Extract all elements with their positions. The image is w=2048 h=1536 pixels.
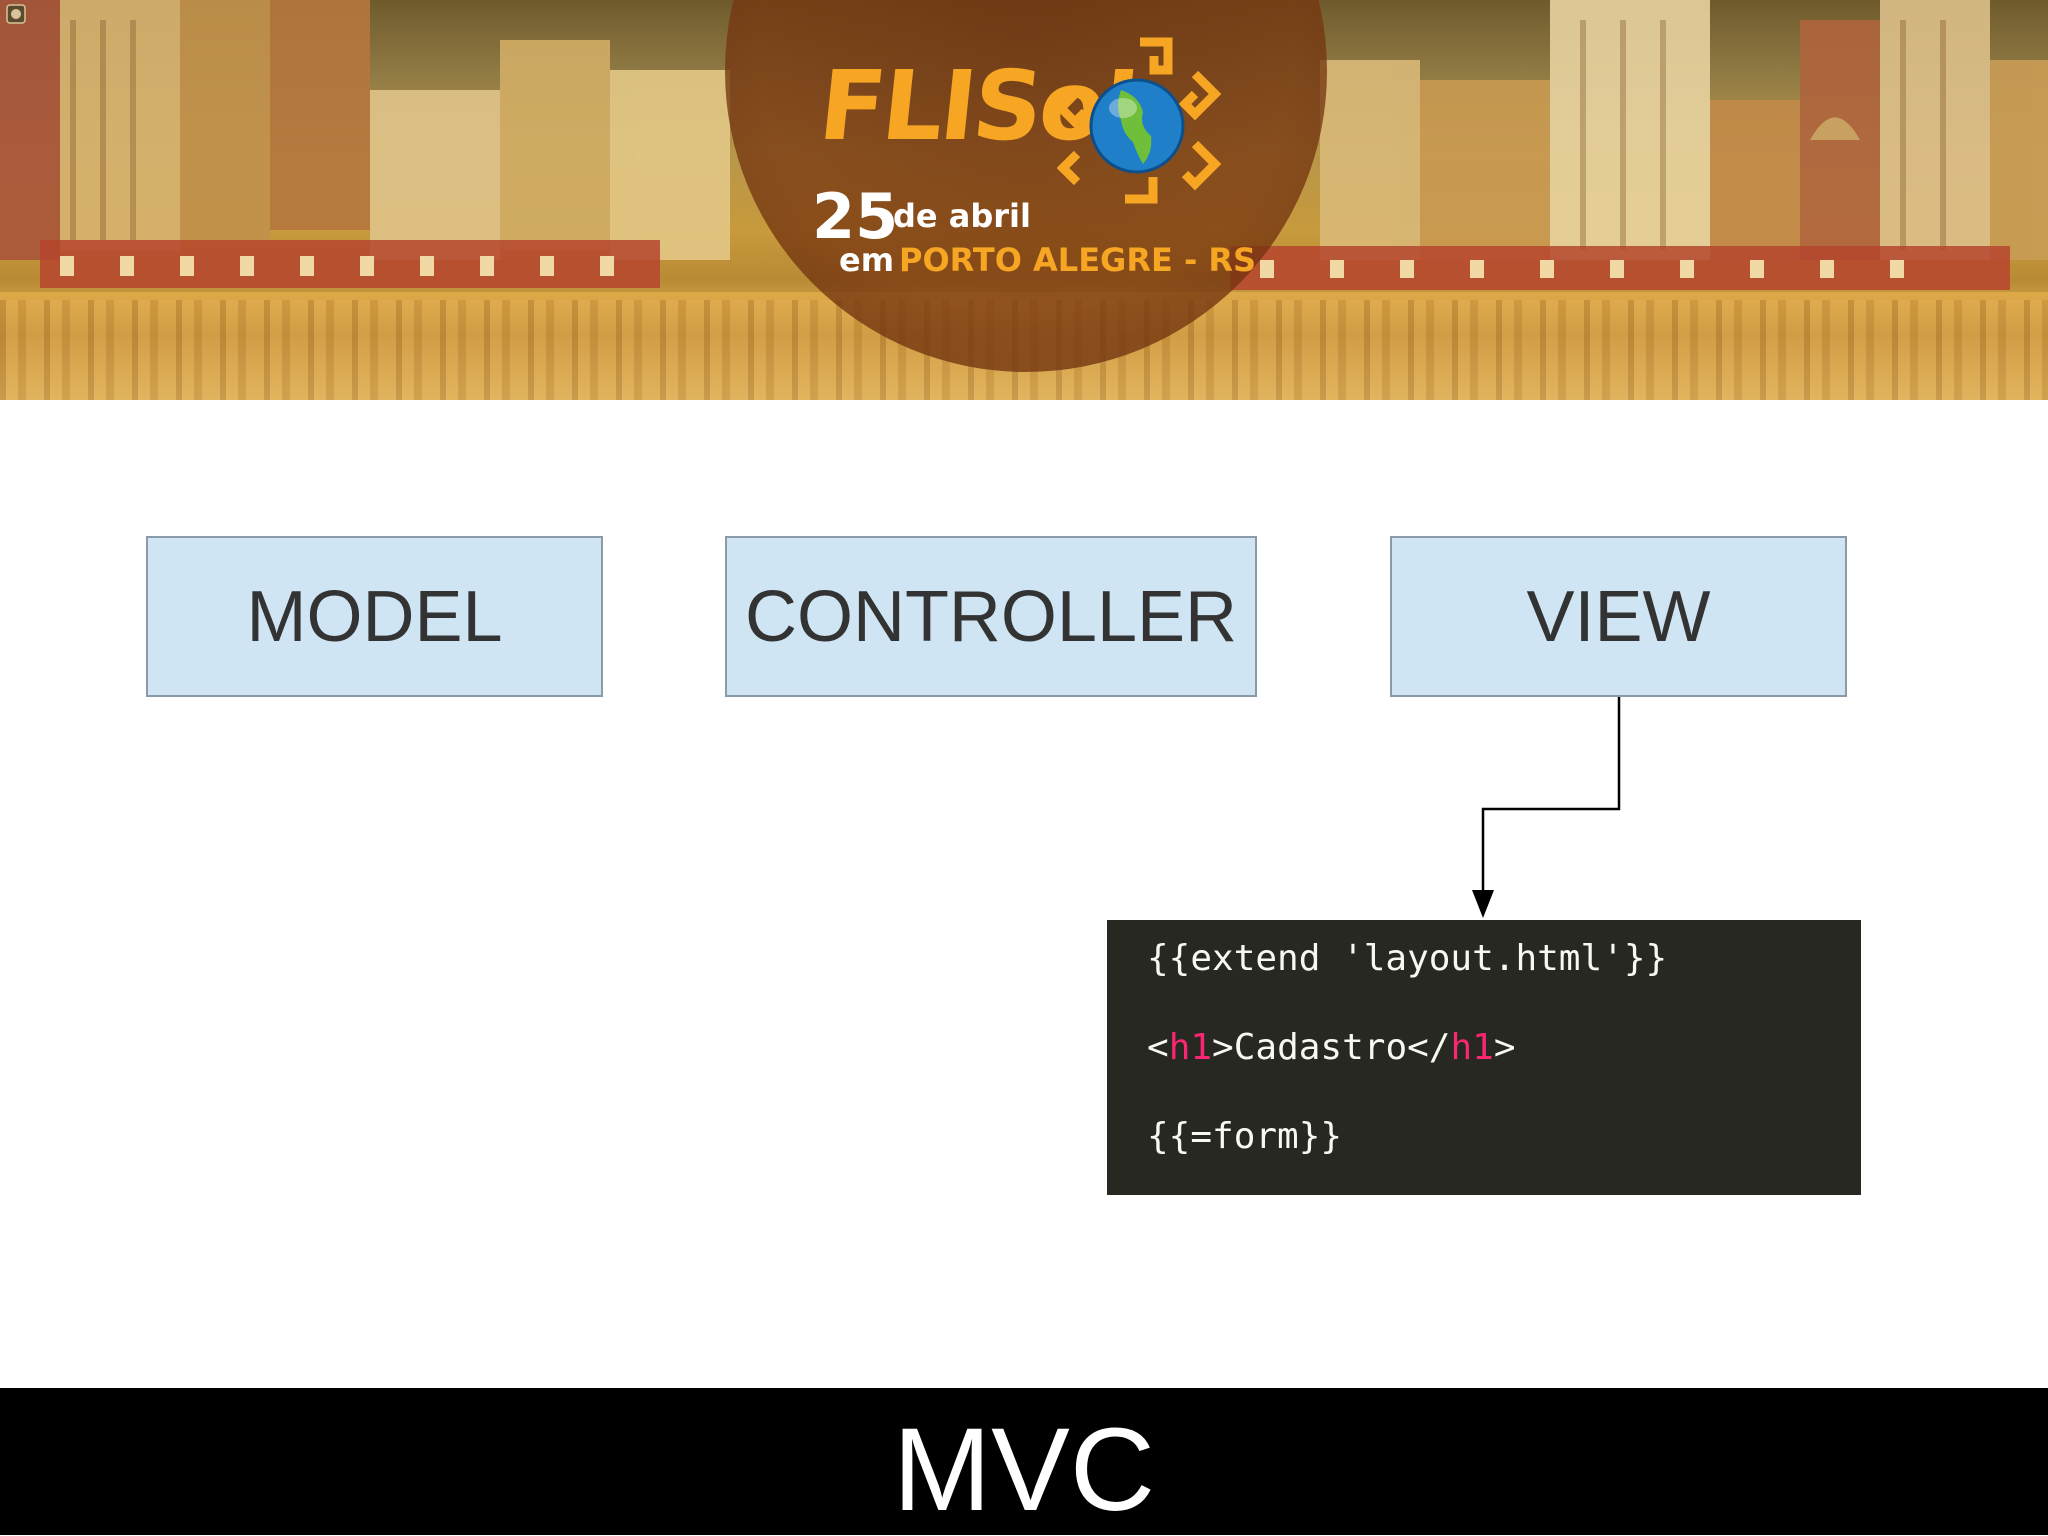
view-box: VIEW (1390, 536, 1847, 697)
event-location-prefix: em (839, 241, 895, 279)
event-banner: FLISoL 25 de abril em PORTO ALEGRE - RS (0, 0, 2048, 400)
globe-icon (1055, 37, 1222, 204)
code-heading-text: Cadastro (1233, 1027, 1408, 1068)
code-line-extend: {{extend 'layout.html'}} (1147, 938, 1668, 979)
city-skyline-illustration (0, 0, 2048, 290)
app-corner-icon (6, 4, 26, 24)
code-open-gt: > (1212, 1027, 1234, 1068)
slide-title: MVC (892, 1403, 1156, 1536)
code-line-form: {{=form}} (1147, 1116, 1343, 1157)
code-line-heading: <h1>Cadastro</h1> (1147, 1027, 1861, 1116)
event-location-city: PORTO ALEGRE - RS (899, 241, 1257, 279)
controller-label: CONTROLLER (744, 576, 1238, 657)
code-close-lt: </ (1407, 1027, 1451, 1068)
model-box: MODEL (146, 536, 603, 697)
code-close-tag: h1 (1450, 1027, 1494, 1068)
slide-title-bar: MVC (0, 1388, 2048, 1535)
controller-box: CONTROLLER (725, 536, 1257, 697)
code-close-gt: > (1493, 1027, 1516, 1068)
code-open-tag: h1 (1168, 1027, 1213, 1068)
view-label: VIEW (1526, 576, 1711, 657)
event-date-month: de abril (893, 197, 1031, 235)
model-label: MODEL (246, 576, 503, 657)
event-date-day: 25 (812, 180, 899, 253)
view-template-code-block: {{extend 'layout.html'}} <h1>Cadastro</h… (1107, 920, 1861, 1195)
code-open-lt: < (1147, 1027, 1169, 1068)
